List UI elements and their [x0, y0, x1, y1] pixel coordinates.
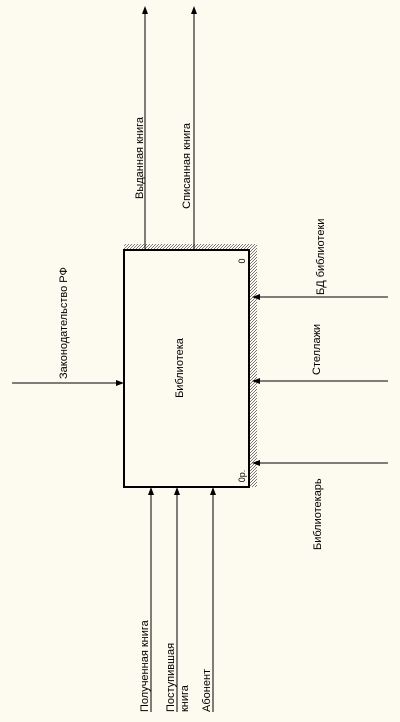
control-arrow-received-book[interactable]: Полученная книга: [139, 487, 154, 712]
mechanism-arrow-librarian[interactable]: Библиотекарь: [252, 460, 388, 550]
output-label-written-off-book: Списанная книга: [181, 122, 193, 209]
input-arrow-legislation[interactable]: Законодательство РФ: [12, 267, 124, 386]
control-label-received-book: Полученная книга: [139, 619, 151, 712]
control-label-subscriber: Абонент: [201, 669, 213, 712]
function-box-title: Библиотека: [174, 337, 186, 398]
box-shadow: [124, 244, 257, 487]
mechanism-arrow-library-db[interactable]: БД библиотеки: [252, 219, 388, 300]
mechanism-label-librarian: Библиотекарь: [312, 478, 324, 550]
output-arrow-issued-book[interactable]: Выданная книга: [134, 6, 148, 250]
cost-label: 0р.: [237, 470, 247, 483]
mechanism-arrow-shelves[interactable]: Стеллажи: [252, 324, 388, 384]
function-box[interactable]: Библиотека 0 0р.: [123, 249, 250, 488]
control-label-incoming-book-line2: книга: [179, 684, 191, 712]
output-arrow-written-off-book[interactable]: Списанная книга: [181, 6, 197, 250]
control-label-incoming-book-line1: Поступившая: [165, 643, 177, 712]
input-label-legislation: Законодательство РФ: [58, 267, 70, 379]
output-label-issued-book: Выданная книга: [134, 116, 146, 199]
mechanism-label-library-db: БД библиотеки: [315, 219, 327, 295]
node-number: 0: [237, 258, 247, 263]
mechanism-label-shelves: Стеллажи: [311, 324, 323, 375]
control-arrow-subscriber[interactable]: Абонент: [201, 487, 216, 712]
control-arrow-incoming-book[interactable]: Поступившая книга: [165, 487, 191, 712]
